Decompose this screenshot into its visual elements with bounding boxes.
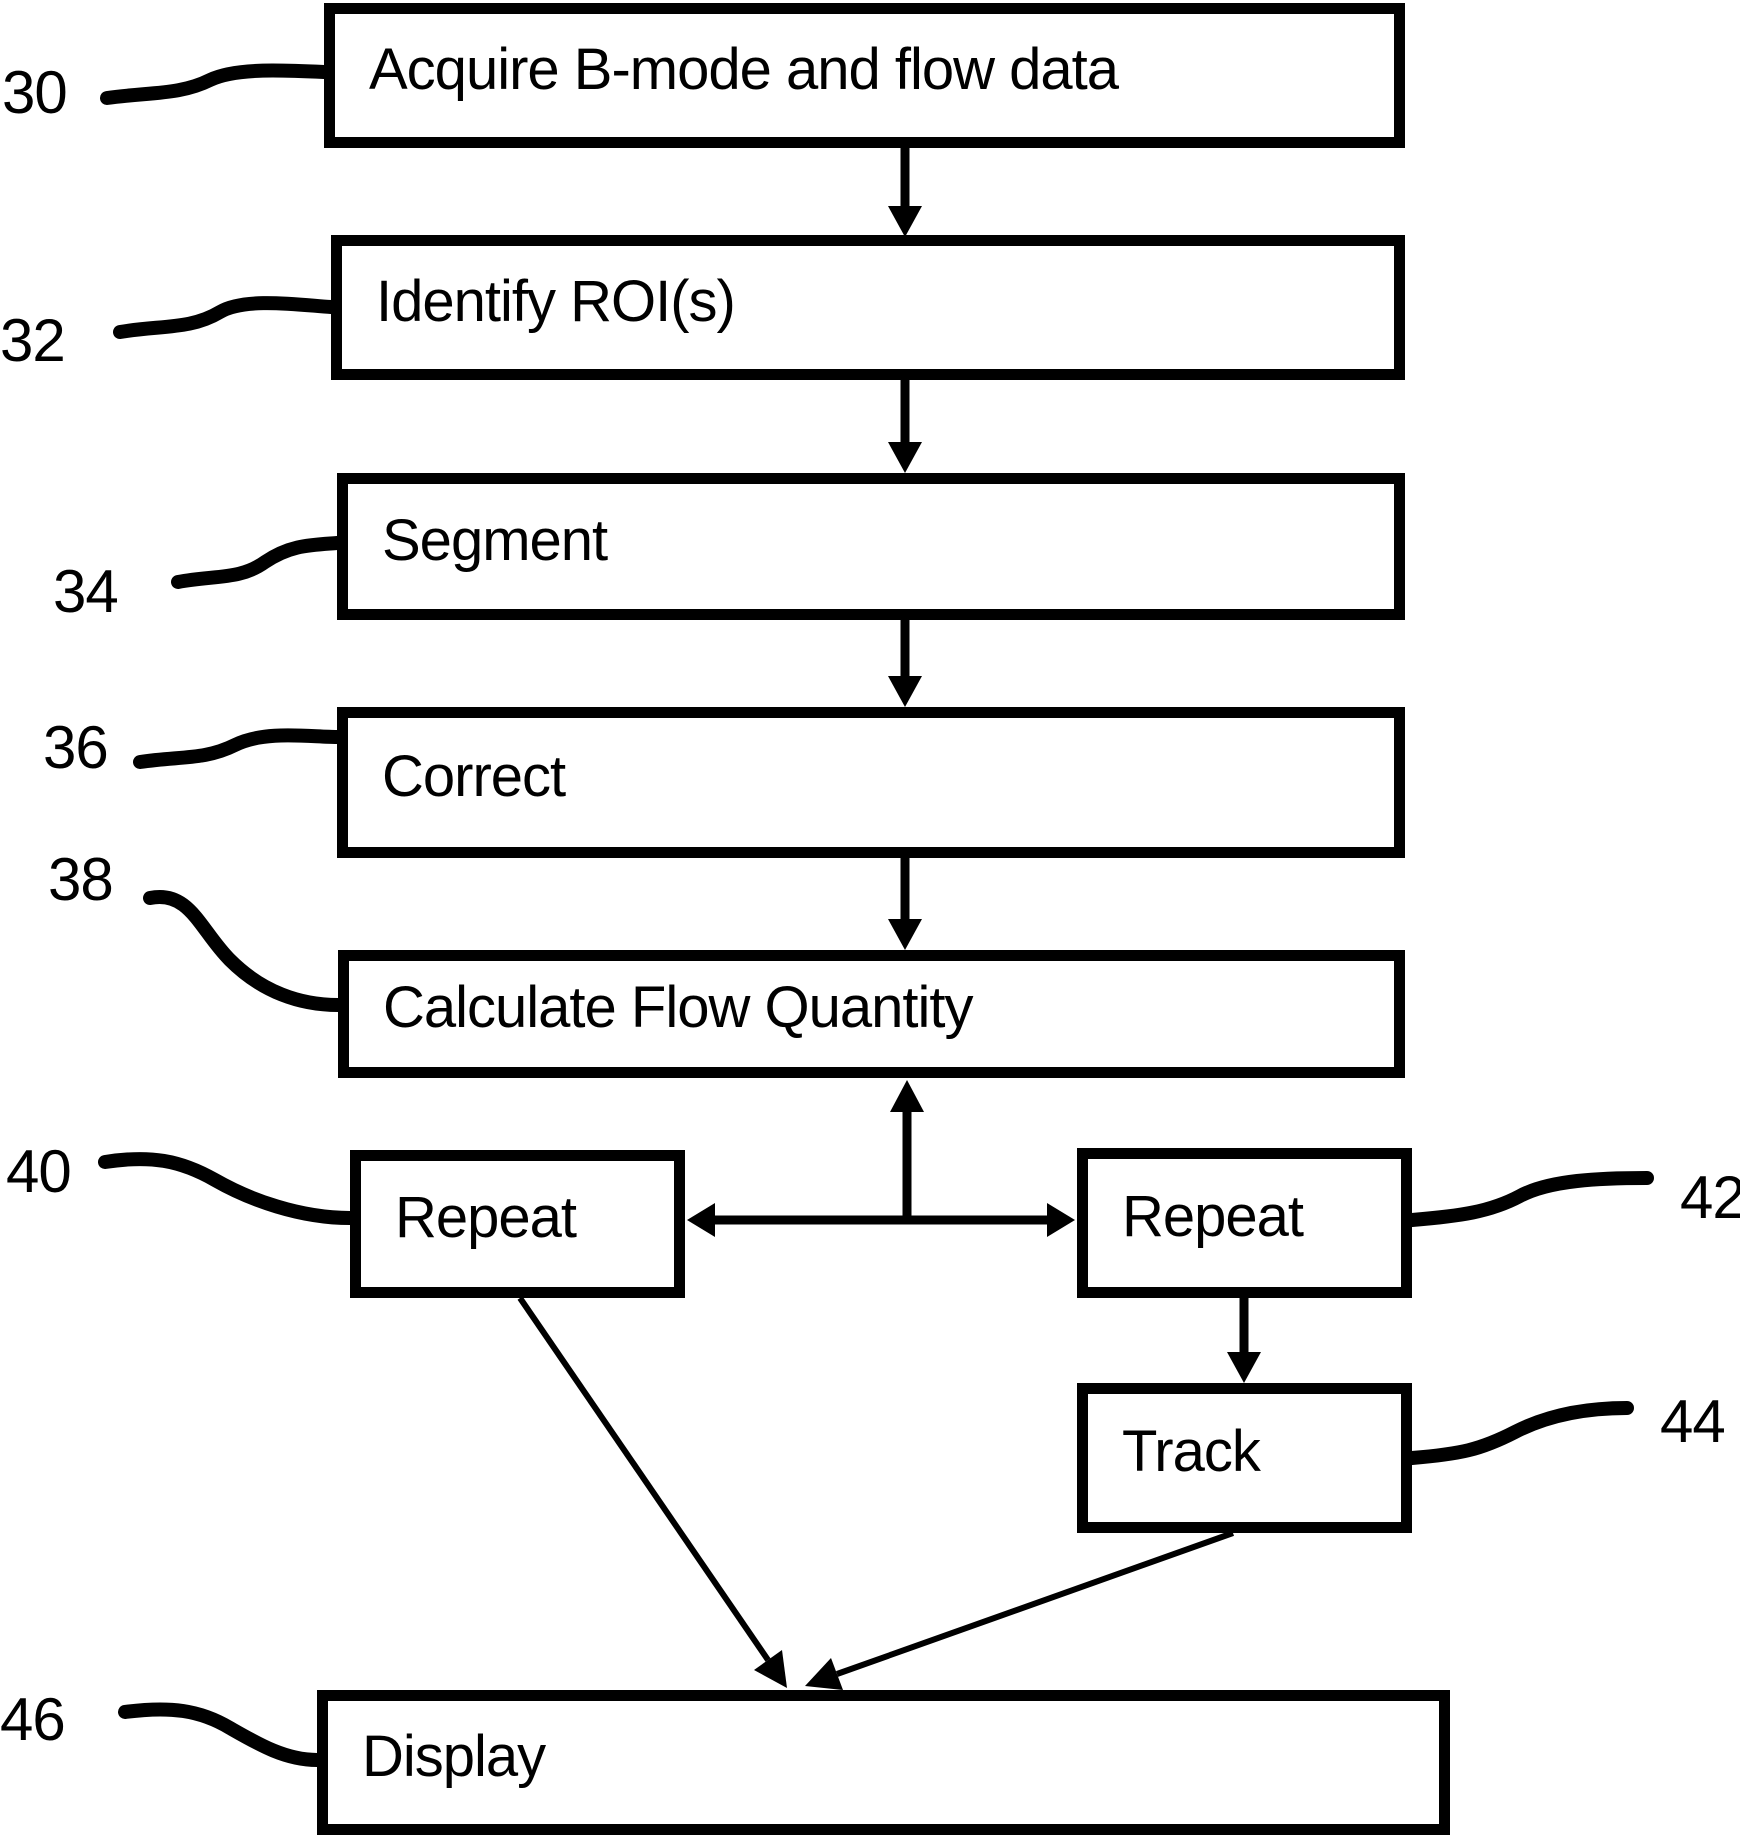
arrow-junction-repeat-right-head bbox=[1047, 1203, 1075, 1237]
arrow-junction-repeat-left-head bbox=[687, 1203, 715, 1237]
ref-label-38: 38 bbox=[48, 846, 114, 913]
ref-label-44: 44 bbox=[1660, 1388, 1726, 1455]
leader-line-34 bbox=[171, 536, 344, 589]
leader-line-46 bbox=[118, 1702, 324, 1767]
flow-box-calculate-flow-quantity: Calculate Flow Quantity bbox=[338, 950, 1405, 1078]
flow-box-acquire: Acquire B-mode and flow data bbox=[324, 3, 1405, 148]
arrow-correct-calculate-head bbox=[888, 919, 922, 950]
leader-line-36 bbox=[133, 728, 344, 769]
flow-box-segment-label: Segment bbox=[382, 507, 608, 573]
leader-line-44 bbox=[1405, 1401, 1634, 1465]
flow-box-track: Track bbox=[1077, 1383, 1412, 1533]
ref-label-34: 34 bbox=[53, 558, 119, 625]
arrow-acquire-identify-head bbox=[888, 206, 922, 237]
flow-box-acquire-label: Acquire B-mode and flow data bbox=[369, 36, 1119, 102]
leader-line-40 bbox=[98, 1152, 357, 1225]
leader-line-38 bbox=[143, 889, 345, 1012]
flow-box-display: Display bbox=[317, 1690, 1450, 1835]
ref-label-40: 40 bbox=[6, 1138, 72, 1205]
ref-label-42: 42 bbox=[1680, 1164, 1740, 1231]
flow-box-identify-roi: Identify ROI(s) bbox=[331, 235, 1405, 380]
ref-label-30: 30 bbox=[2, 59, 68, 126]
arrow-track-display-shaft bbox=[835, 1530, 1235, 1677]
arrow-segment-correct-head bbox=[888, 676, 922, 707]
arrow-repeat-display-head bbox=[754, 1650, 787, 1688]
ref-label-32: 32 bbox=[0, 307, 66, 374]
flow-box-repeat-left-label: Repeat bbox=[395, 1185, 577, 1250]
arrow-junction-calculate-head bbox=[890, 1080, 924, 1112]
flow-box-track-label: Track bbox=[1122, 1419, 1261, 1484]
flow-box-calculate-flow-quantity-label: Calculate Flow Quantity bbox=[383, 975, 973, 1040]
leader-line-42 bbox=[1405, 1171, 1654, 1227]
flow-box-repeat-right: Repeat bbox=[1077, 1148, 1412, 1298]
flow-box-correct: Correct bbox=[337, 707, 1405, 858]
ref-label-36: 36 bbox=[43, 714, 109, 781]
arrow-repeat-track-head bbox=[1227, 1352, 1261, 1383]
flow-box-repeat-right-label: Repeat bbox=[1122, 1184, 1304, 1249]
arrow-track-display-head bbox=[805, 1658, 843, 1690]
flow-box-display-label: Display bbox=[362, 1723, 546, 1789]
flow-box-repeat-left: Repeat bbox=[350, 1150, 685, 1298]
arrow-repeat-display-shaft bbox=[517, 1296, 771, 1662]
leader-line-32 bbox=[113, 296, 338, 339]
flow-box-segment: Segment bbox=[337, 473, 1405, 620]
flow-box-identify-roi-label: Identify ROI(s) bbox=[376, 268, 736, 334]
leader-line-30 bbox=[100, 63, 331, 105]
ref-label-46: 46 bbox=[0, 1686, 66, 1753]
arrow-identify-segment-head bbox=[888, 442, 922, 473]
flow-box-correct-label: Correct bbox=[382, 743, 566, 809]
